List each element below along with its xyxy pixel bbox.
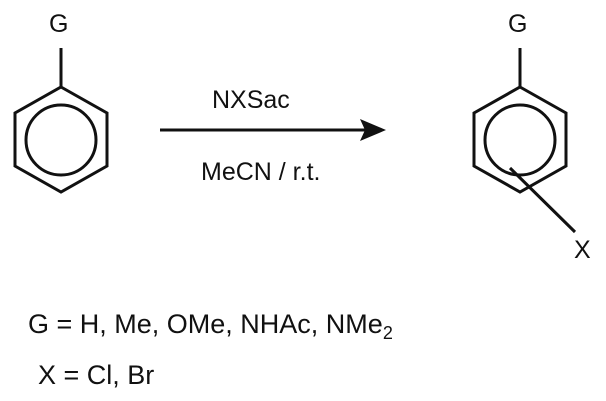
conditions-below-arrow: MeCN / r.t. <box>201 158 321 186</box>
reaction-arrow <box>160 119 386 141</box>
reagent-above-arrow: NXSac <box>212 86 290 114</box>
reactant-g-label: G <box>49 10 69 38</box>
reactant-benzene-ring <box>13 48 109 194</box>
legend-x-definition: X = Cl, Br <box>38 360 155 390</box>
product-g-label: G <box>508 10 528 38</box>
product-x-label: X <box>574 236 591 264</box>
reactant-ring-hexagon <box>13 85 109 194</box>
product-ring-hexagon <box>472 85 568 194</box>
product-benzene-ring <box>472 48 577 234</box>
legend-g-text: G = H, Me, OMe, NHAc, NMe <box>28 309 383 339</box>
legend-g-subscript: 2 <box>382 323 393 343</box>
reactant-ring-aromatic-circle <box>24 103 98 177</box>
reaction-arrow-head <box>360 119 386 141</box>
product-ring-aromatic-circle <box>483 103 557 177</box>
legend-g-definition: G = H, Me, OMe, NHAc, NMe2 <box>28 309 393 343</box>
product-halogen-bond <box>508 166 577 234</box>
